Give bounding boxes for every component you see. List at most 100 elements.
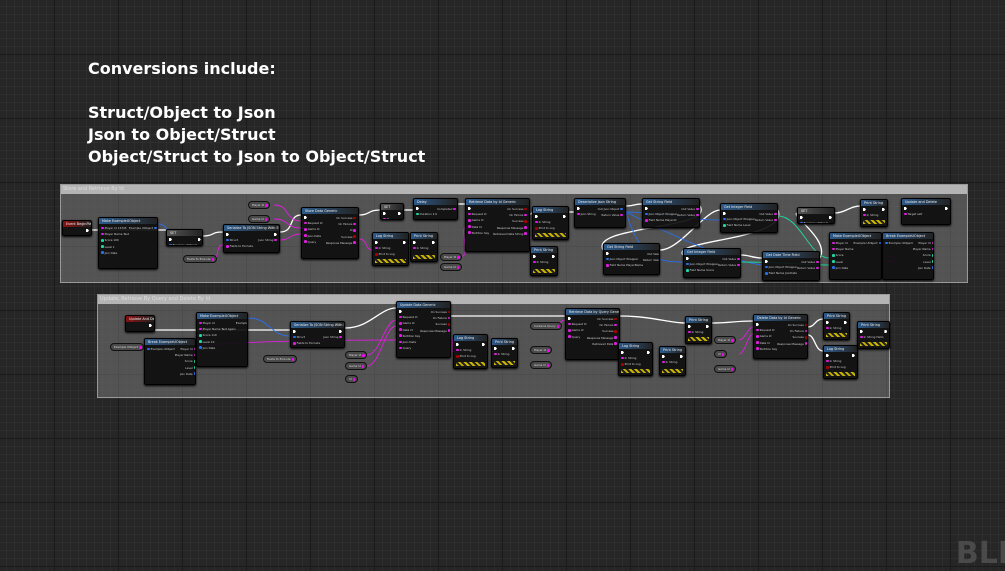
variable-getter-node[interactable]: Fields To Exclude: [183, 255, 217, 263]
exec-pin-icon[interactable]: [512, 347, 515, 350]
data-pin-icon[interactable]: [800, 221, 803, 223]
node-pin[interactable]: [375, 241, 379, 244]
node-pin[interactable]: Query: [304, 240, 316, 244]
node-pin[interactable]: Return Value: [718, 263, 740, 267]
exec-pin-icon[interactable]: [432, 241, 435, 244]
node-pin[interactable]: Return Value: [602, 213, 623, 217]
data-pin-icon[interactable]: [447, 316, 450, 320]
node-title[interactable]: Log String: [533, 207, 568, 213]
node-pin[interactable]: Print to Log: [621, 362, 641, 366]
exec-pin-icon[interactable]: [482, 343, 485, 346]
blueprint-node[interactable]: Serialize To JSON String With Exclusions…: [290, 321, 345, 348]
exec-pin-icon[interactable]: [383, 212, 386, 215]
data-pin-icon[interactable]: [662, 360, 665, 364]
node-pin[interactable]: Field Name Level: [723, 223, 750, 227]
node-pin[interactable]: In String: [826, 359, 841, 363]
node-pin[interactable]: Player Name Test Again: [199, 327, 236, 331]
variable-getter-node[interactable]: Player Id: [248, 201, 271, 209]
data-pin-icon[interactable]: [621, 363, 624, 366]
exec-pin-icon[interactable]: [826, 321, 829, 324]
data-pin-icon[interactable]: [804, 336, 807, 339]
data-pin-icon[interactable]: [468, 231, 471, 235]
node-pin[interactable]: [226, 233, 230, 236]
exec-pin-icon[interactable]: [723, 212, 726, 215]
variable-getter-node[interactable]: Game Id: [440, 263, 462, 271]
node-title[interactable]: Update and Delete: [902, 199, 950, 205]
node-pin[interactable]: Join Date: [199, 346, 215, 350]
variable-getter-node[interactable]: Player Id: [714, 336, 737, 344]
node-title[interactable]: Get String Field: [643, 199, 699, 205]
node-pin[interactable]: Retrieved Data: [592, 342, 617, 346]
node-pin[interactable]: [645, 207, 649, 210]
exec-pin-icon[interactable]: [860, 330, 863, 333]
variable-getter-node[interactable]: Player Id: [440, 253, 463, 261]
node-pin[interactable]: Target self: [904, 212, 922, 216]
exec-pin-icon[interactable]: [606, 252, 609, 255]
exec-pin-icon[interactable]: [904, 207, 907, 210]
data-pin-icon[interactable]: [774, 218, 777, 222]
node-title[interactable]: Make ExampleUObject: [99, 218, 157, 224]
node-title[interactable]: Log String: [454, 335, 487, 341]
node-pin[interactable]: [511, 347, 515, 350]
node-pin[interactable]: Json Object Wrapper: [686, 262, 718, 266]
node-pin[interactable]: Example UObject: [169, 243, 197, 245]
node-pin[interactable]: Out Value: [759, 212, 777, 216]
node-pin[interactable]: Example UObject: [800, 221, 828, 223]
node-pin[interactable]: [399, 310, 403, 313]
node-pin[interactable]: [826, 354, 830, 357]
node-pin[interactable]: [148, 324, 152, 327]
data-pin-icon[interactable]: [832, 254, 835, 257]
data-pin-icon[interactable]: [154, 226, 157, 230]
data-pin-icon[interactable]: [193, 347, 195, 351]
node-title[interactable]: Print String: [858, 322, 889, 328]
node-pin[interactable]: [397, 212, 401, 215]
node-pin[interactable]: Json Object Wrapper: [765, 265, 797, 269]
node-pin[interactable]: Out Value: [722, 257, 740, 261]
node-pin[interactable]: On Failure: [509, 213, 527, 217]
node-pin[interactable]: Example UObject: [147, 347, 175, 351]
variable-getter-node[interactable]: Fields To Exclude: [263, 355, 297, 363]
data-pin-icon[interactable]: [826, 366, 829, 369]
exec-pin-icon[interactable]: [882, 208, 885, 211]
exec-pin-icon[interactable]: [552, 255, 555, 258]
data-pin-icon[interactable]: [399, 322, 402, 325]
node-pin[interactable]: [402, 241, 406, 244]
data-pin-icon[interactable]: [101, 232, 104, 236]
data-pin-icon[interactable]: [686, 262, 689, 266]
exec-pin-icon[interactable]: [645, 207, 648, 210]
node-title[interactable]: Update Data Generic: [397, 302, 450, 308]
node-pin[interactable]: Request Id: [304, 221, 322, 225]
data-pin-icon[interactable]: [765, 265, 768, 269]
node-pin[interactable]: [860, 330, 864, 333]
node-pin[interactable]: Example UObject: [885, 241, 913, 245]
node-pin[interactable]: Print to Log: [826, 365, 846, 369]
data-pin-icon[interactable]: [524, 226, 527, 229]
node-pin[interactable]: [723, 212, 727, 215]
node-pin[interactable]: [468, 207, 472, 210]
node-pin[interactable]: Level 1: [101, 245, 115, 249]
data-pin-icon[interactable]: [826, 359, 829, 363]
data-pin-icon[interactable]: [226, 238, 229, 242]
data-pin-icon[interactable]: [399, 346, 402, 350]
data-pin-icon[interactable]: [804, 323, 807, 327]
exec-pin-icon[interactable]: [403, 241, 406, 244]
node-title[interactable]: Delay: [414, 199, 457, 205]
node-pin[interactable]: [843, 321, 847, 324]
data-pin-icon[interactable]: [101, 251, 104, 255]
exec-pin-icon[interactable]: [413, 241, 416, 244]
exec-pin-icon[interactable]: [829, 216, 832, 219]
data-pin-icon[interactable]: [614, 330, 617, 333]
node-pin[interactable]: [533, 255, 537, 258]
node-pin[interactable]: Success: [436, 322, 450, 326]
data-pin-icon[interactable]: [621, 356, 624, 360]
node-pin[interactable]: In String Hello: [860, 335, 883, 339]
